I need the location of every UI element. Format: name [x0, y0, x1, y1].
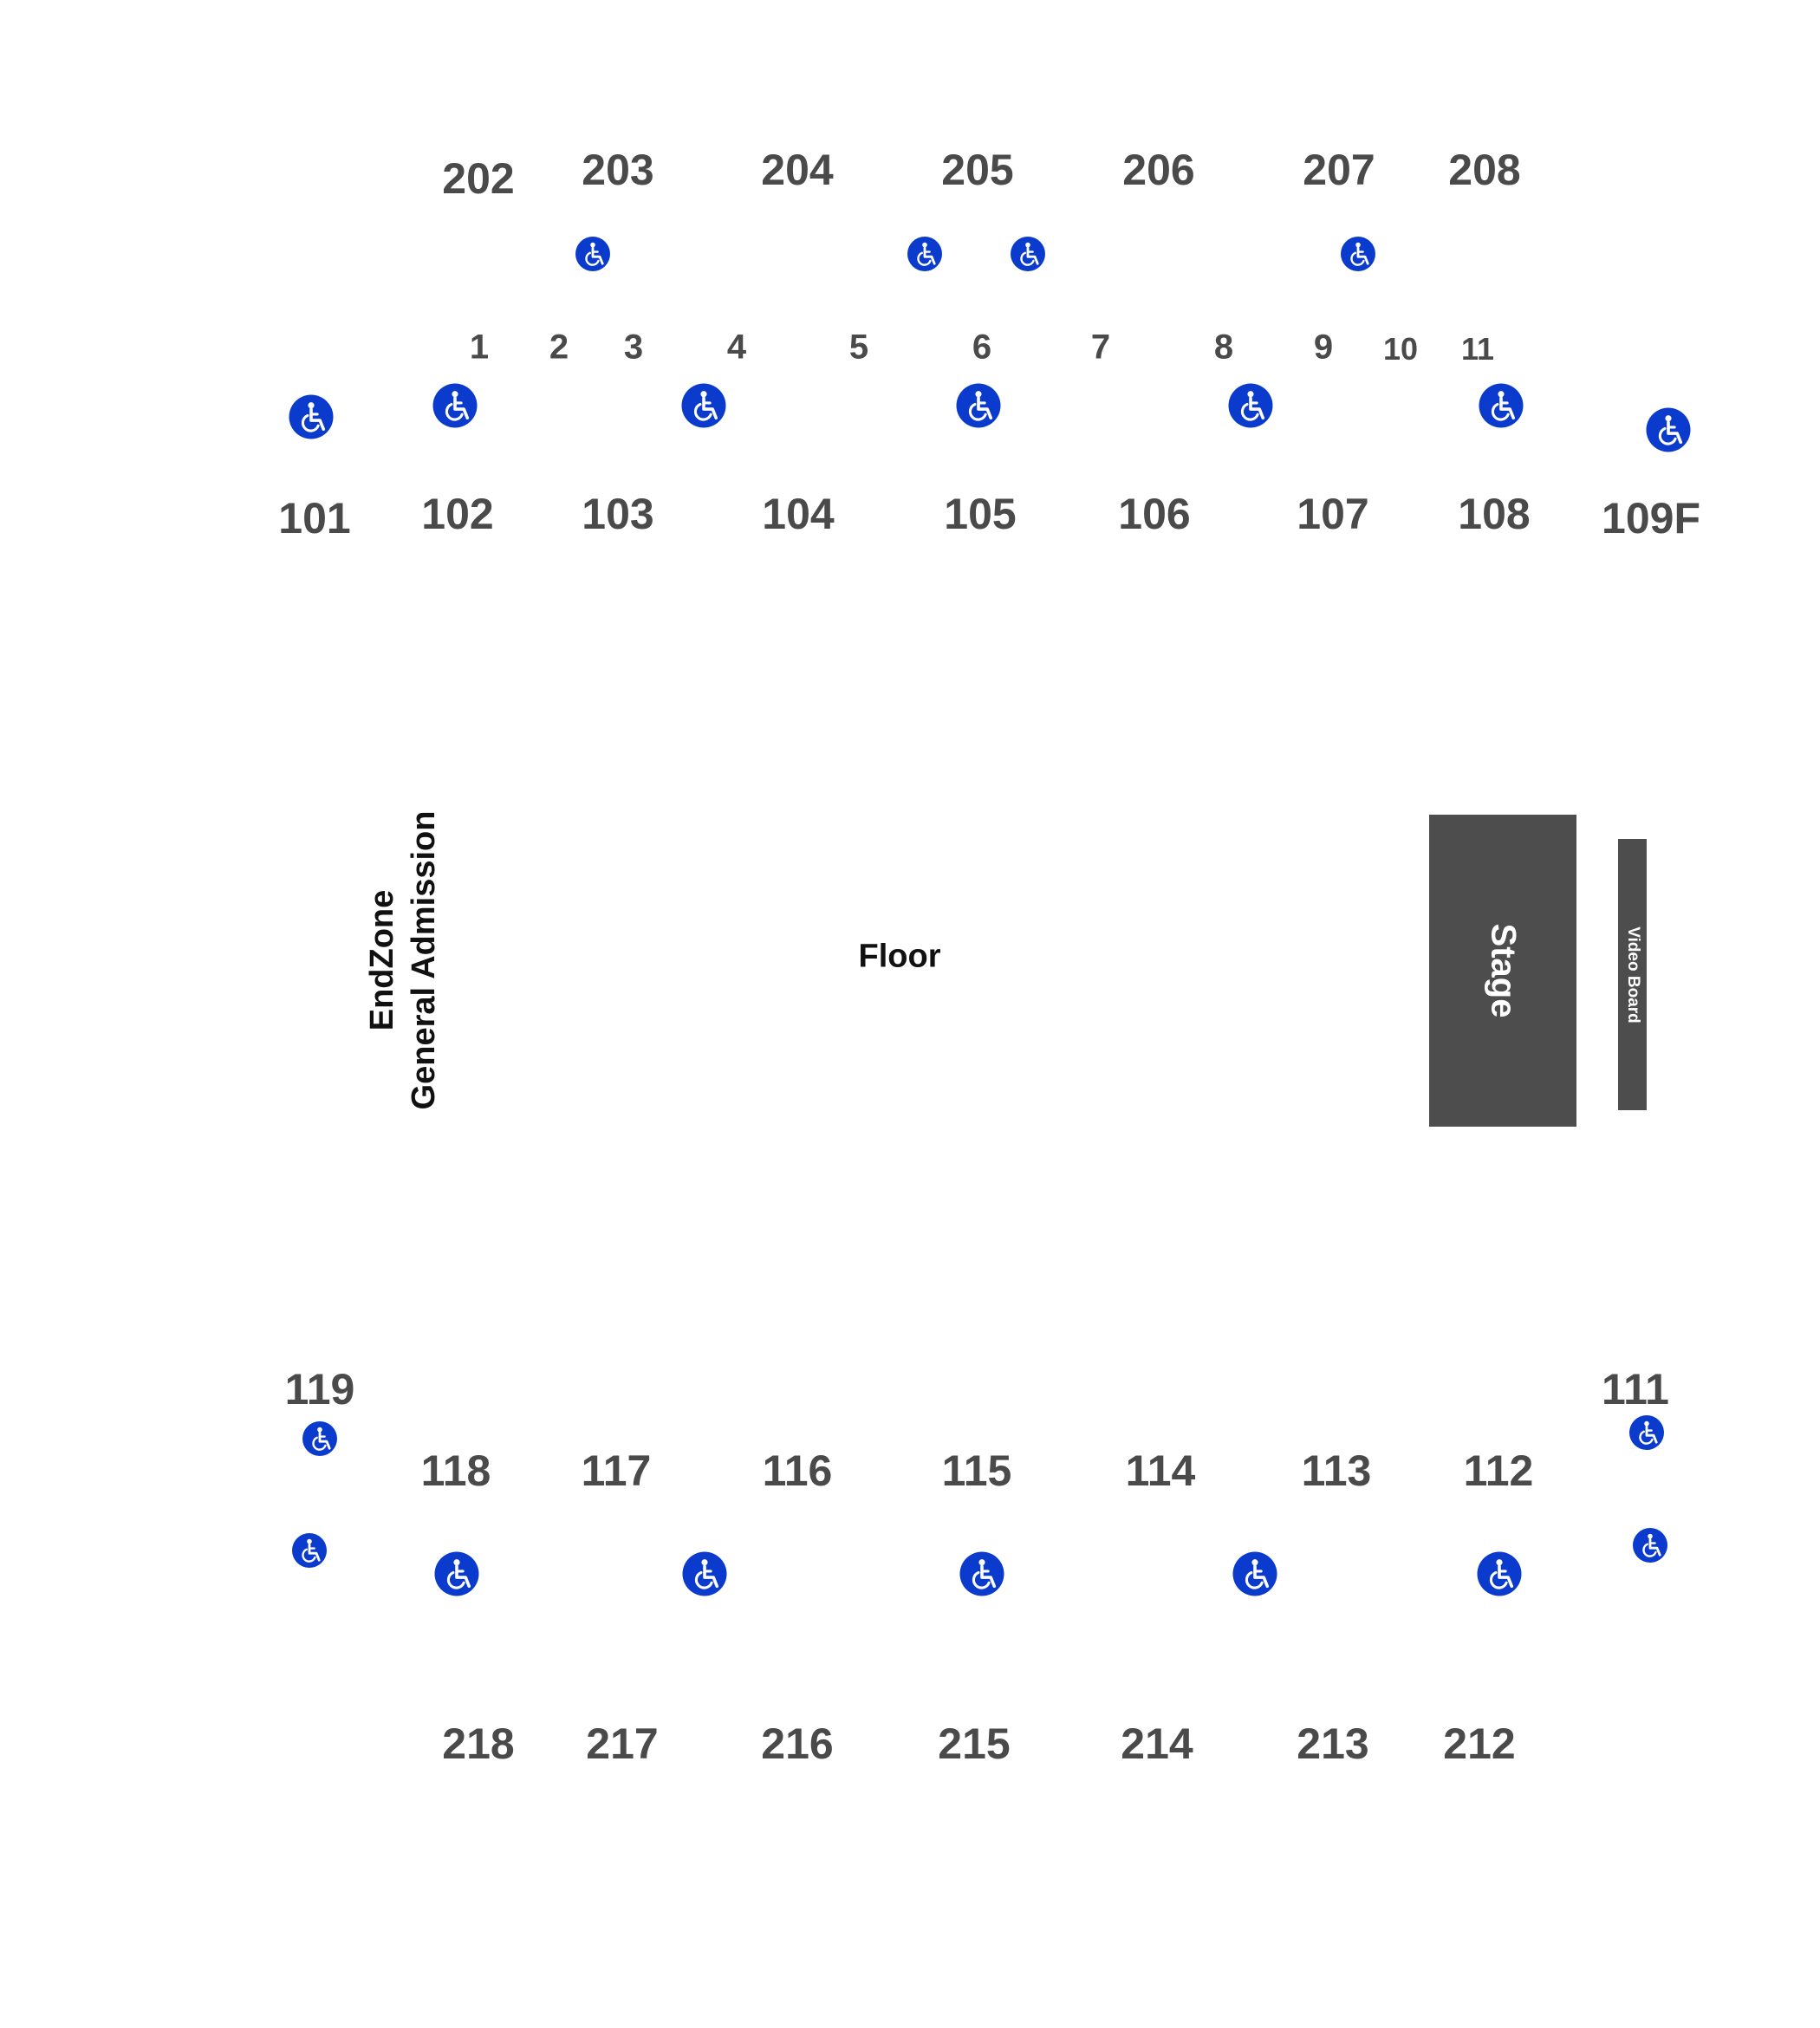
wheelchair-accessible-icon[interactable] [959, 1551, 1004, 1596]
wheelchair-accessible-icon[interactable] [1633, 1528, 1667, 1563]
section-101[interactable]: 101 [278, 494, 351, 543]
section-119[interactable]: 119 [284, 1365, 355, 1414]
section-102[interactable]: 102 [421, 490, 494, 538]
section-214[interactable]: 214 [1121, 1719, 1193, 1768]
wheelchair-accessible-icon[interactable] [302, 1421, 337, 1456]
row-4[interactable]: 4 [726, 328, 747, 367]
video-board: Video Board [1618, 839, 1647, 1110]
wheelchair-accessible-icon[interactable] [575, 237, 610, 271]
wheelchair-accessible-icon[interactable] [1011, 237, 1045, 271]
section-218[interactable]: 218 [442, 1719, 515, 1768]
section-117[interactable]: 117 [581, 1446, 652, 1495]
wheelchair-accessible-icon[interactable] [289, 394, 334, 439]
row-9[interactable]: 9 [1313, 328, 1334, 367]
section-109F[interactable]: 109F [1602, 494, 1700, 543]
section-207[interactable]: 207 [1303, 146, 1375, 194]
wheelchair-accessible-icon[interactable] [956, 383, 1001, 428]
endzone-label: EndZone [364, 889, 400, 1031]
section-212[interactable]: 212 [1443, 1719, 1516, 1768]
section-205[interactable]: 205 [941, 146, 1014, 194]
endzone-general-admission[interactable]: EndZone General Admission [361, 811, 445, 1110]
wheelchair-accessible-icon[interactable] [907, 237, 942, 271]
section-118[interactable]: 118 [420, 1446, 491, 1495]
section-215[interactable]: 215 [938, 1719, 1011, 1768]
wheelchair-accessible-icon[interactable] [1477, 1551, 1522, 1596]
row-3[interactable]: 3 [623, 328, 644, 367]
wheelchair-accessible-icon[interactable] [1228, 383, 1273, 428]
floor-section[interactable]: Floor [858, 938, 941, 975]
section-208[interactable]: 208 [1448, 146, 1521, 194]
wheelchair-accessible-icon[interactable] [1629, 1415, 1664, 1450]
general-admission-label: General Admission [406, 810, 442, 1110]
row-2[interactable]: 2 [549, 328, 569, 367]
section-113[interactable]: 113 [1301, 1446, 1372, 1495]
section-105[interactable]: 105 [944, 490, 1017, 538]
section-202[interactable]: 202 [442, 154, 515, 203]
wheelchair-accessible-icon[interactable] [434, 1551, 479, 1596]
section-106[interactable]: 106 [1118, 490, 1191, 538]
wheelchair-accessible-icon[interactable] [292, 1533, 327, 1568]
section-213[interactable]: 213 [1297, 1719, 1369, 1768]
section-103[interactable]: 103 [582, 490, 654, 538]
row-1[interactable]: 1 [469, 328, 490, 367]
row-6[interactable]: 6 [972, 328, 992, 367]
wheelchair-accessible-icon[interactable] [432, 383, 478, 428]
row-11[interactable]: 11 [1460, 331, 1495, 367]
wheelchair-accessible-icon[interactable] [1479, 383, 1524, 428]
wheelchair-accessible-icon[interactable] [1232, 1551, 1277, 1596]
wheelchair-accessible-icon[interactable] [682, 1551, 727, 1596]
section-104[interactable]: 104 [762, 490, 835, 538]
row-7[interactable]: 7 [1090, 328, 1111, 367]
section-111[interactable]: 111 [1602, 1365, 1669, 1414]
section-216[interactable]: 216 [761, 1719, 834, 1768]
wheelchair-accessible-icon[interactable] [1341, 237, 1375, 271]
section-115[interactable]: 115 [941, 1446, 1012, 1495]
stage-label: Stage [1484, 923, 1523, 1018]
section-217[interactable]: 217 [586, 1719, 659, 1768]
stage: Stage [1429, 815, 1576, 1127]
row-8[interactable]: 8 [1213, 328, 1234, 367]
section-204[interactable]: 204 [761, 146, 834, 194]
section-108[interactable]: 108 [1458, 490, 1531, 538]
section-114[interactable]: 114 [1125, 1446, 1196, 1495]
section-107[interactable]: 107 [1297, 490, 1369, 538]
section-112[interactable]: 112 [1463, 1446, 1534, 1495]
section-203[interactable]: 203 [582, 146, 654, 194]
row-5[interactable]: 5 [848, 328, 869, 367]
wheelchair-accessible-icon[interactable] [681, 383, 726, 428]
video-board-label: Video Board [1623, 926, 1642, 1024]
row-10[interactable]: 10 [1382, 331, 1419, 367]
wheelchair-accessible-icon[interactable] [1646, 407, 1691, 452]
section-206[interactable]: 206 [1122, 146, 1195, 194]
section-116[interactable]: 116 [762, 1446, 833, 1495]
